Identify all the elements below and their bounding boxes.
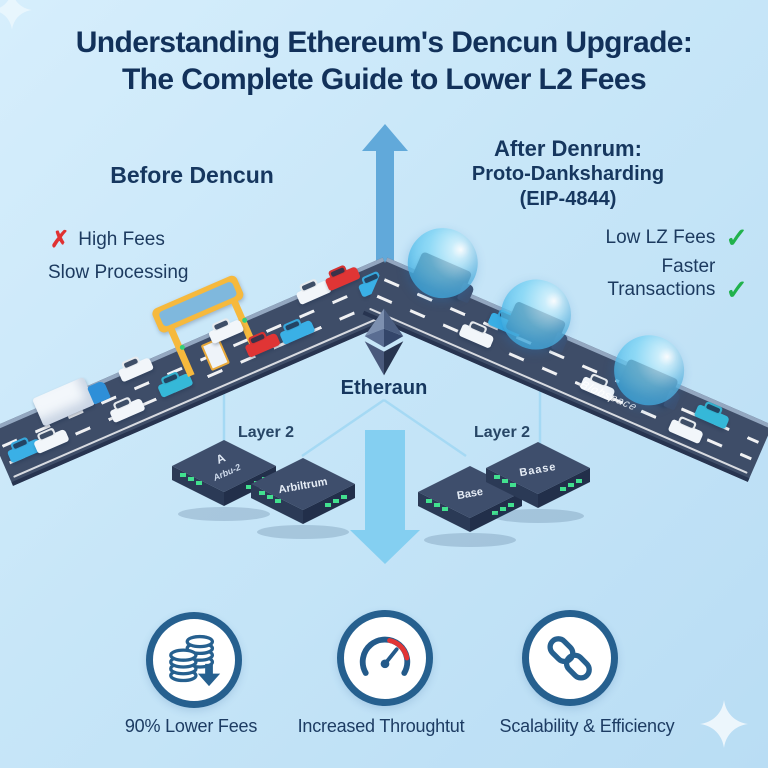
check-icon: ✓ <box>725 275 748 305</box>
ethereum-logo-icon <box>364 308 404 376</box>
chain-link-icon <box>547 636 592 681</box>
after-heading-line2: Proto-Danksharding <box>471 163 665 185</box>
toll-pillar <box>167 326 195 378</box>
throughput-benefit <box>337 610 433 706</box>
title-line1: Understanding Ethereum's Dencun Upgrade: <box>75 26 693 59</box>
down-arrow-shaft <box>365 430 405 532</box>
car <box>324 265 361 292</box>
lower-fees-label: 90% Lower Fees <box>124 716 258 736</box>
scalability-label: Scalability & Efficiency <box>499 716 675 736</box>
faster-transactions-label: Faster Transactions <box>607 256 716 300</box>
speedometer-icon <box>359 636 411 676</box>
low-l2-fees-label: Low LZ Fees <box>605 227 716 248</box>
high-fees-label: High Fees <box>78 228 165 250</box>
faster-transactions-item: Faster Transactions ✓ <box>583 255 748 305</box>
l2-box-base: Base <box>418 466 522 547</box>
car <box>279 319 316 346</box>
up-arrow-shaft <box>376 150 394 268</box>
down-arrow-icon <box>350 530 420 564</box>
after-dencun-heading: After Denrum: Proto-Danksharding (EIP-48… <box>472 136 664 212</box>
l2-box-label: Base <box>456 486 484 502</box>
slow-processing-label: Slow Processing <box>48 262 189 283</box>
ethereum-label: Etheraun <box>340 377 428 399</box>
sparkle-icon <box>0 0 32 30</box>
before-dencun-heading: Before Dencun <box>110 162 274 188</box>
slow-processing-item: Slow Processing <box>48 262 188 284</box>
page-title: Understanding Ethereum's Dencun Upgrade:… <box>0 24 768 98</box>
sparkle-icon <box>700 700 748 748</box>
car <box>693 403 731 430</box>
low-l2-fees-item: Low LZ Fees ✓ <box>605 223 748 253</box>
throughput-label: Increased Throughtut <box>297 716 465 736</box>
cross-icon: ✗ <box>50 226 70 252</box>
l2-box-arbu2: A Arbu-2 <box>172 440 276 521</box>
after-heading-line1: After Denrum: <box>494 136 642 161</box>
l2-box-baase: Baase <box>486 442 590 523</box>
high-fees-item: ✗ High Fees <box>50 228 165 251</box>
after-benefits-list: Low LZ Fees ✓ Faster Transactions ✓ <box>583 223 748 305</box>
check-icon: ✓ <box>725 223 748 253</box>
after-heading-line3: (EIP-4844) <box>519 188 617 210</box>
coins-down-arrow-icon <box>169 634 221 687</box>
toll-light <box>179 344 186 351</box>
layer2-label-left: Layer 2 <box>237 424 295 441</box>
car <box>33 428 70 455</box>
car <box>117 357 155 383</box>
layer2-label-right: Layer 2 <box>473 424 531 441</box>
up-arrow-icon <box>362 124 408 151</box>
title-line2: The Complete Guide to Lower L2 Fees <box>121 63 647 96</box>
scalability-benefit <box>522 610 618 706</box>
lower-fees-benefit <box>146 612 242 708</box>
l2-box-arbitrum: Arbiltrum <box>251 458 355 539</box>
